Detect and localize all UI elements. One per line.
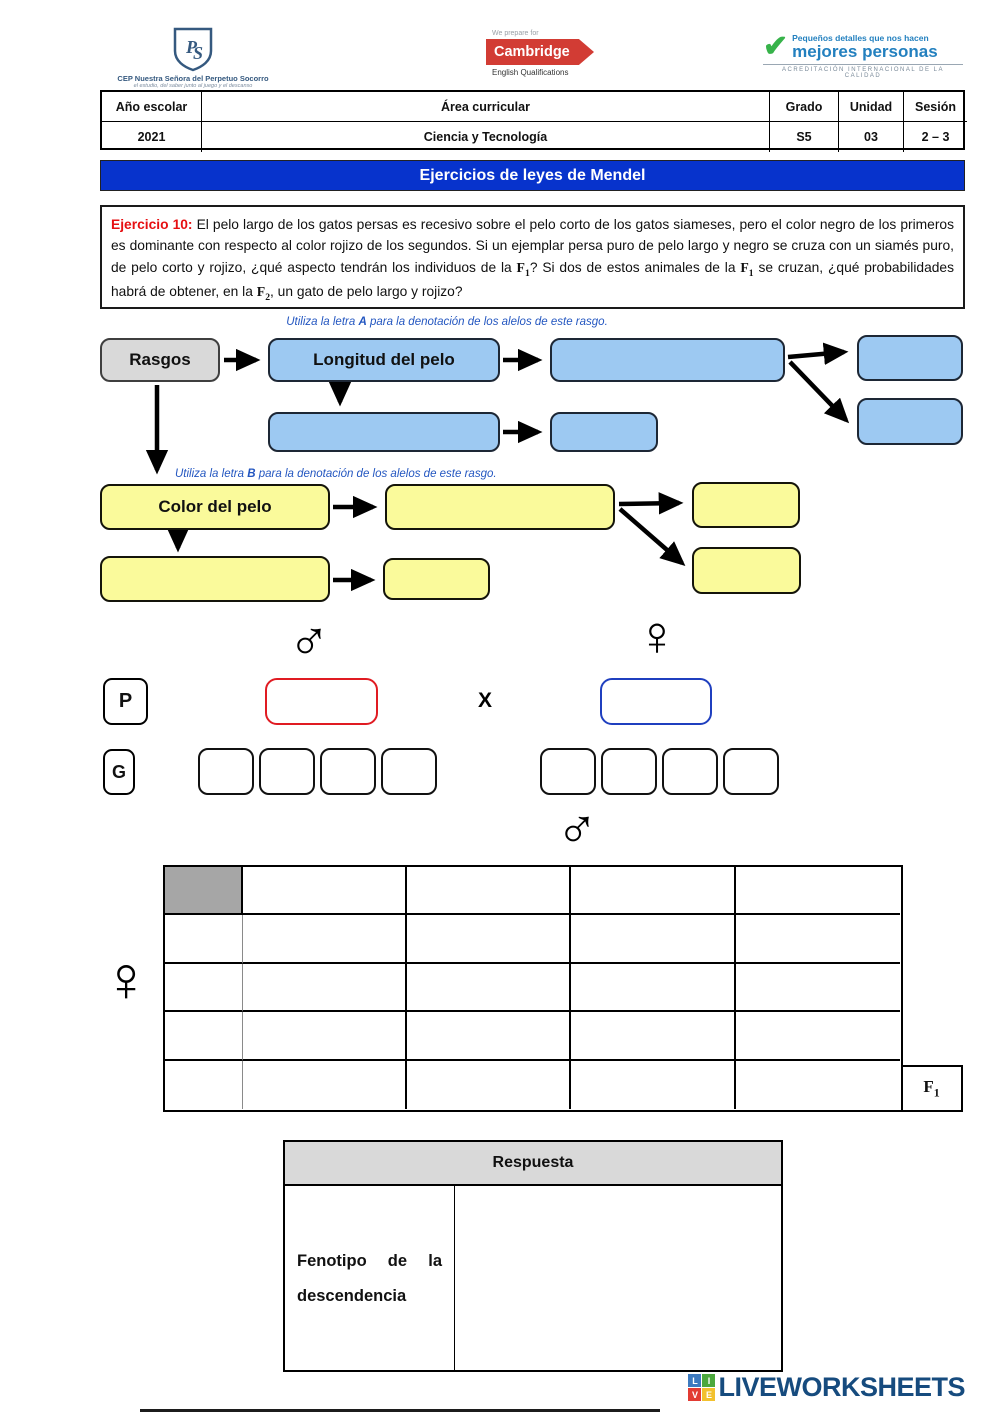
answer-table: Respuesta Fenotipo de la descendencia — [283, 1140, 783, 1372]
trait2-blank-recessive[interactable] — [100, 556, 330, 602]
answer-table-title: Respuesta — [285, 1142, 781, 1186]
info-value-unidad: 03 — [839, 122, 904, 152]
svg-text:P: P — [185, 37, 198, 57]
school-tagline: el estudio, del saber junto al juego y e… — [133, 83, 253, 89]
male-gamete-blank[interactable] — [259, 748, 315, 795]
info-header-grado: Grado — [770, 92, 839, 122]
note-letter-a: Utiliza la letra A para la denotación de… — [286, 316, 608, 328]
shield-icon: P S — [173, 27, 213, 72]
liveworksheets-icon: L I V E — [688, 1374, 716, 1401]
male-icon: ♂ — [288, 607, 330, 670]
cambridge-logo: We prepare for Cambridge English Qualifi… — [486, 30, 606, 77]
page-title: Ejercicios de leyes de Mendel — [100, 160, 965, 191]
punnett-cell[interactable] — [736, 915, 900, 964]
answer-input-cell[interactable] — [455, 1186, 781, 1371]
female-icon: ♀ — [636, 604, 678, 667]
male-gamete-blank[interactable] — [198, 748, 254, 795]
info-header-sesion: Sesión — [904, 92, 967, 122]
punnett-cell[interactable] — [243, 963, 407, 1013]
female-gamete-blank[interactable] — [662, 748, 718, 795]
trait1-blank-allele-2[interactable] — [857, 398, 963, 445]
trait1-box: Longitud del pelo — [268, 338, 500, 382]
punnett-cell[interactable] — [165, 963, 243, 1013]
liveworksheets-wordmark: LIVEWORKSHEETS — [718, 1372, 965, 1402]
punnett-cell[interactable] — [571, 1012, 736, 1061]
punnett-cell[interactable] — [407, 915, 571, 964]
female-gamete-blank[interactable] — [723, 748, 779, 795]
liveworksheets-logo: L I V E LIVEWORKSHEETS — [0, 1372, 965, 1403]
punnett-male-icon: ♂ — [556, 795, 598, 858]
info-header-anio: Año escolar — [102, 92, 202, 122]
cambridge-sub-text: English Qualifications — [492, 68, 569, 77]
trait2-blank-allele-1[interactable] — [692, 482, 800, 528]
cambridge-pre-text: We prepare for — [492, 30, 539, 37]
answer-row-label: Fenotipo de la descendencia — [285, 1186, 455, 1371]
punnett-table — [163, 865, 903, 1112]
exercise-label: Ejercicio 10: — [111, 217, 193, 232]
female-parent-genotype-blank[interactable] — [600, 678, 712, 725]
exercise-text: El pelo largo de los gatos persas es rec… — [111, 217, 954, 304]
trait2-blank-allele-2[interactable] — [692, 547, 801, 594]
punnett-cell[interactable] — [243, 1012, 407, 1061]
trait2-blank-recessive-allele[interactable] — [383, 558, 490, 600]
male-parent-genotype-blank[interactable] — [265, 678, 378, 725]
trait2-blank-dominant[interactable] — [385, 484, 615, 530]
svg-text:S: S — [193, 43, 203, 63]
punnett-cell[interactable] — [736, 1061, 900, 1109]
punnett-cell[interactable] — [407, 1060, 571, 1109]
mejores-personas-logo: ✔ Pequeños detalles que nos hacen mejore… — [763, 30, 963, 79]
punnett-corner-cell — [165, 867, 243, 916]
punnett-cell[interactable] — [571, 915, 736, 964]
punnett-cell[interactable] — [736, 867, 900, 916]
punnett-cell[interactable] — [571, 1060, 736, 1109]
cross-x-label: X — [478, 689, 493, 712]
page-bottom-edge — [140, 1409, 660, 1412]
trait1-blank-recessive[interactable] — [268, 412, 500, 452]
info-value-anio: 2021 — [102, 122, 202, 152]
male-gamete-blank[interactable] — [320, 748, 376, 795]
punnett-cell[interactable] — [243, 915, 407, 964]
female-gamete-blank[interactable] — [601, 748, 657, 795]
female-gamete-blank[interactable] — [540, 748, 596, 795]
school-logo: P S CEP Nuestra Señora del Perpetuo Soco… — [103, 26, 283, 89]
check-icon: ✔ — [763, 30, 789, 63]
personas-accreditation: ACREDITACIÓN INTERNACIONAL DE LA CALIDAD — [763, 64, 963, 79]
rasgos-box: Rasgos — [100, 338, 220, 382]
punnett-cell[interactable] — [165, 1060, 243, 1109]
personas-line1: Pequeños detalles que nos hacen — [792, 33, 929, 43]
punnett-cell[interactable] — [407, 1012, 571, 1061]
punnett-cell[interactable] — [165, 1012, 243, 1061]
male-gametes-group — [198, 748, 437, 795]
punnett-cell[interactable] — [736, 1012, 900, 1061]
punnett-cell[interactable] — [407, 867, 571, 916]
male-gamete-blank[interactable] — [381, 748, 437, 795]
punnett-cell[interactable] — [571, 867, 736, 916]
punnett-cell[interactable] — [736, 964, 900, 1013]
info-header-unidad: Unidad — [839, 92, 904, 122]
punnett-cell[interactable] — [407, 963, 571, 1013]
punnett-cell[interactable] — [243, 867, 407, 916]
p-generation-label: P — [103, 678, 148, 725]
trait2-box: Color del pelo — [100, 484, 330, 530]
school-name: CEP Nuestra Señora del Perpetuo Socorro — [117, 74, 269, 83]
female-gametes-group — [540, 748, 779, 795]
f1-generation-label: F1 — [900, 1065, 963, 1112]
info-table: Año escolar Área curricular Grado Unidad… — [100, 90, 967, 152]
note-letter-b: Utiliza la letra B para la denotación de… — [175, 468, 497, 480]
personas-line2: mejores personas — [792, 42, 938, 61]
trait1-blank-dominant[interactable] — [550, 338, 785, 382]
info-value-grado: S5 — [770, 122, 839, 152]
info-value-area: Ciencia y Tecnología — [202, 122, 770, 152]
punnett-cell[interactable] — [165, 915, 243, 964]
info-value-sesion: 2 – 3 — [921, 130, 950, 144]
g-gametes-label: G — [103, 749, 135, 795]
info-header-area: Área curricular — [202, 92, 770, 122]
exercise-statement: Ejercicio 10: El pelo largo de los gatos… — [100, 205, 965, 309]
trait1-blank-allele-1[interactable] — [857, 335, 963, 381]
punnett-cell[interactable] — [243, 1060, 407, 1109]
punnett-cell[interactable] — [571, 963, 736, 1013]
trait1-blank-recessive-allele[interactable] — [550, 412, 658, 452]
cambridge-banner: Cambridge — [486, 39, 594, 65]
punnett-female-icon: ♀ — [102, 943, 150, 1015]
